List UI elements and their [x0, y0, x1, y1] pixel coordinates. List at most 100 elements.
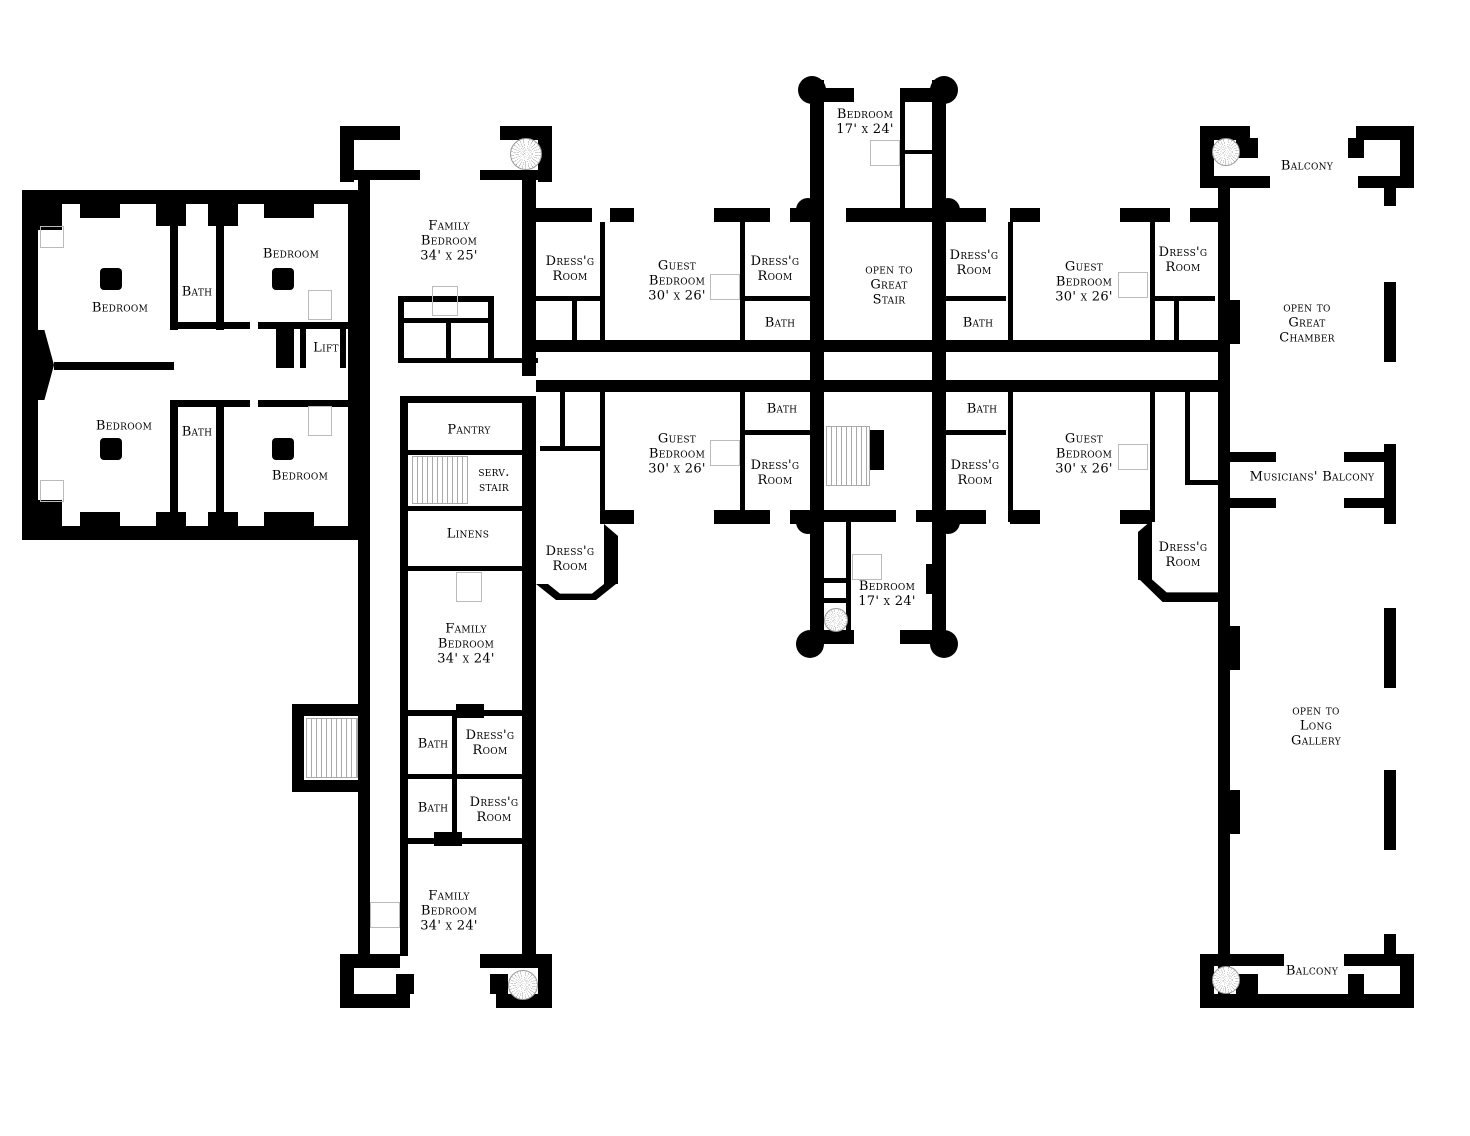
room-label-line: Bedroom [836, 107, 894, 122]
wall [536, 584, 616, 600]
room-label-line: Dress'g [750, 458, 800, 473]
tower-pillar [796, 198, 820, 222]
wall [480, 954, 550, 968]
room-label-line: Guest [1064, 259, 1104, 275]
wall [1400, 126, 1414, 188]
room-label-line: Family [428, 888, 470, 904]
wall [408, 506, 528, 511]
wall [740, 392, 745, 522]
wall [740, 222, 745, 342]
room-label-line: open to [1283, 300, 1331, 316]
bed-icon [40, 480, 64, 502]
spiral-stair [508, 970, 538, 1000]
room-label-line: Dress'g [750, 254, 800, 269]
room-label-line: Bath [417, 736, 449, 752]
bed-icon [710, 440, 740, 466]
room-label-line: 34' x 25' [420, 248, 478, 264]
room-label-lift: Lift [313, 341, 339, 356]
room-label-line: 34' x 24' [420, 918, 478, 934]
tower-pillar [796, 630, 824, 658]
wall [1226, 498, 1276, 508]
wall [1200, 954, 1284, 966]
room-label-w-bed-sw: Bedroom [96, 419, 152, 434]
room-label-bath-g1: Bath [765, 316, 796, 331]
room-label-line: Bedroom [271, 468, 329, 484]
room-label-line: Great [1288, 315, 1326, 331]
room-label-line: Room [757, 473, 793, 488]
bed-icon [1118, 272, 1148, 298]
room-label-line: Bedroom [648, 273, 706, 289]
wall [434, 832, 462, 846]
room-label-line: Bedroom [91, 300, 149, 316]
room-label-musicians-balcony: Musicians' Balcony [1250, 470, 1375, 485]
wall [1236, 974, 1258, 994]
room-label-line: Room [956, 263, 992, 278]
wall [22, 190, 62, 230]
wall [22, 190, 38, 540]
wall [536, 208, 592, 222]
room-label-line: Lift [313, 340, 339, 356]
tower-pillar [936, 510, 960, 534]
bed-icon [40, 226, 64, 248]
wall [604, 524, 618, 584]
room-label-line: Balcony [1280, 158, 1334, 174]
wall [536, 340, 1226, 352]
room-label-w-bed-nw: Bedroom [92, 301, 148, 316]
wall [292, 704, 364, 716]
wall [1226, 626, 1240, 670]
room-label-line: Room [957, 473, 993, 488]
wall [216, 400, 224, 520]
room-label-line: Balcony [1285, 963, 1339, 979]
wall [490, 974, 508, 994]
wall [1226, 300, 1240, 344]
room-label-line: Bath [966, 401, 998, 417]
spiral-stair [1212, 138, 1240, 166]
room-label-line: Dress'g [950, 458, 1000, 473]
wall [572, 300, 577, 342]
wall [358, 176, 370, 956]
room-label-line: Room [552, 269, 588, 284]
room-label-line: Bedroom [262, 246, 320, 262]
room-label-line: Pantry [447, 422, 491, 438]
wall [536, 380, 1226, 392]
bed-icon [870, 140, 900, 166]
wall [1008, 392, 1013, 522]
wall [340, 328, 346, 368]
wall [1236, 138, 1258, 158]
bed-icon [308, 290, 332, 320]
wall [258, 400, 358, 407]
room-label-line: 30' x 26' [648, 461, 706, 477]
wall [340, 126, 400, 140]
room-label-line: Bath [766, 401, 798, 417]
room-label-line: serv. [478, 465, 510, 480]
bed-icon [308, 406, 332, 436]
wall [1384, 282, 1396, 362]
wall [900, 150, 934, 154]
bed-icon [1118, 444, 1148, 470]
wall [1384, 186, 1396, 206]
room-label-w-bath-s: Bath [182, 425, 213, 440]
wall [1348, 138, 1364, 158]
room-label-line: Bedroom [420, 233, 478, 249]
wall [600, 392, 605, 522]
wall [610, 208, 634, 222]
wall [496, 994, 552, 1008]
wall [292, 780, 364, 792]
wall [932, 80, 946, 380]
room-label-line: Bedroom [1055, 274, 1113, 290]
wall [744, 296, 814, 301]
room-label-bath-g3: Bath [767, 402, 798, 417]
wall [398, 358, 538, 363]
